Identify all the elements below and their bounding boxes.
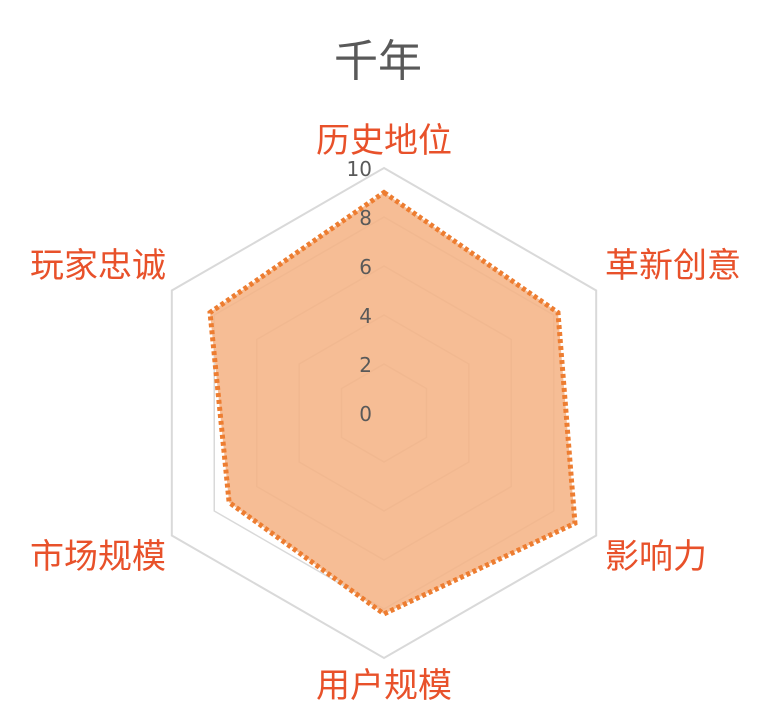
tick-label-4: 4 <box>359 304 372 328</box>
tick-label-6: 6 <box>359 255 372 279</box>
axis-label-2: 影响力 <box>605 537 707 577</box>
axis-label-0: 历史地位 <box>316 121 452 161</box>
axis-label-3: 用户规模 <box>316 666 452 706</box>
axis-label-4: 市场规模 <box>30 537 166 577</box>
tick-labels: 0 2 4 6 8 10 <box>347 157 372 426</box>
tick-label-10: 10 <box>347 157 372 181</box>
series <box>207 189 578 617</box>
series-area <box>207 189 578 617</box>
chart-title: 千年 <box>334 36 422 87</box>
tick-label-0: 0 <box>359 402 372 426</box>
grid-ring-10 <box>170 166 598 660</box>
tick-label-8: 8 <box>359 206 372 230</box>
axis-label-5: 玩家忠诚 <box>30 246 166 286</box>
tick-label-2: 2 <box>359 353 372 377</box>
axis-label-1: 革新创意 <box>605 246 741 286</box>
